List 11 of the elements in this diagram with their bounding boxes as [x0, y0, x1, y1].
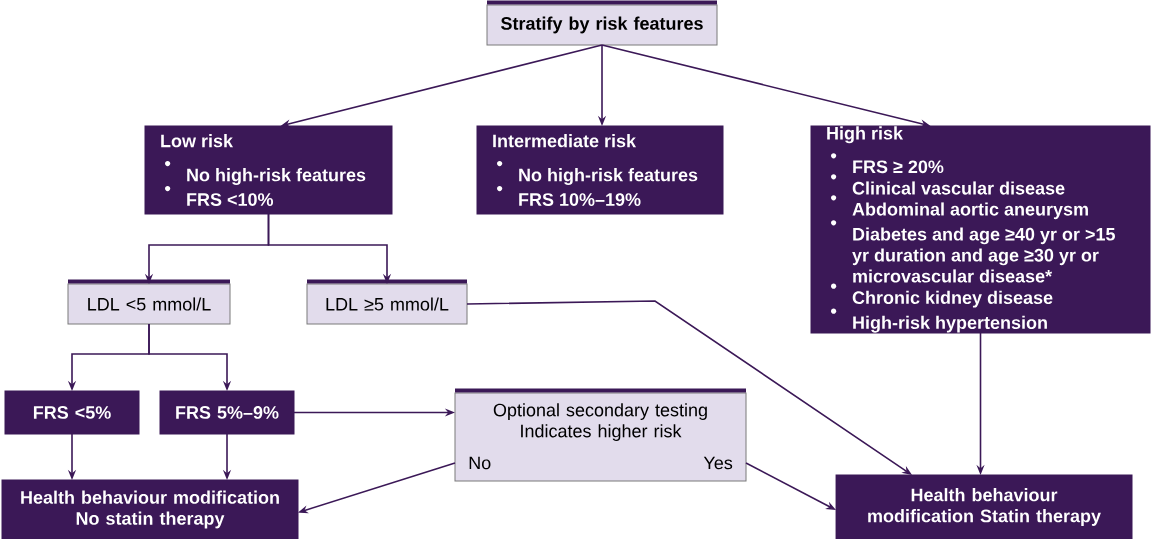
outcome-box: Health behaviour modification Statin therapy [835, 474, 1133, 539]
outcome-box: Health behaviour modification No statin therapy [1, 479, 299, 539]
risk-box: High risk FRS ≥ 20% Clinical vascular disease Abdominal aortic aneurysm Diabetes and age ≥40 yr or >15 yr duration and age ≥30 yr or microvascular disease* Chronic kidney disease High-risk hypertension [810, 125, 1151, 334]
risk-box: Intermediate risk No high-risk features FRS 10%–19% [476, 125, 724, 215]
process-box: LDL <5 mmol/L [67, 279, 231, 325]
process-box: FRS <5% [4, 390, 140, 435]
process-box: LDL ≥5 mmol/L [306, 279, 468, 325]
process-box: FRS 5%–9% [159, 390, 295, 435]
process-box: Stratify by risk features [486, 0, 718, 46]
decision-box: Optional secondary testing Indicates higher risk No Yes [454, 388, 747, 482]
risk-box: Low risk No high-risk features FRS <10% [144, 125, 393, 215]
